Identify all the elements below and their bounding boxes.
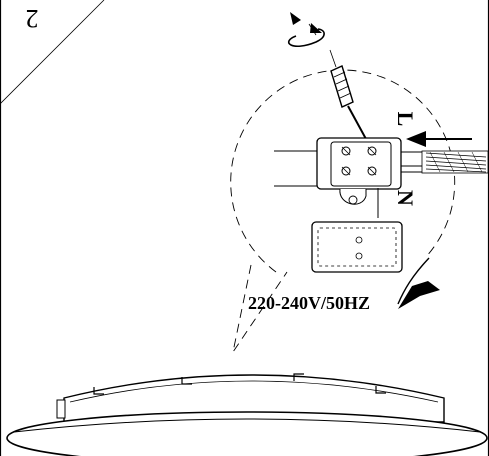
step-number: 2 <box>26 4 39 33</box>
neutral-label: N <box>393 190 418 206</box>
insert-arrow-icon <box>406 131 472 147</box>
terminal-block <box>274 137 470 273</box>
voltage-arrow-icon <box>397 257 440 309</box>
screwdriver <box>308 23 373 151</box>
live-label: L <box>393 112 418 127</box>
rotate-arrow-icon <box>288 12 325 47</box>
voltage-label: 220-240V/50HZ <box>248 293 370 313</box>
supply-cable <box>421 150 489 174</box>
ceiling-lamp <box>6 373 488 456</box>
zoom-callout <box>230 69 456 353</box>
